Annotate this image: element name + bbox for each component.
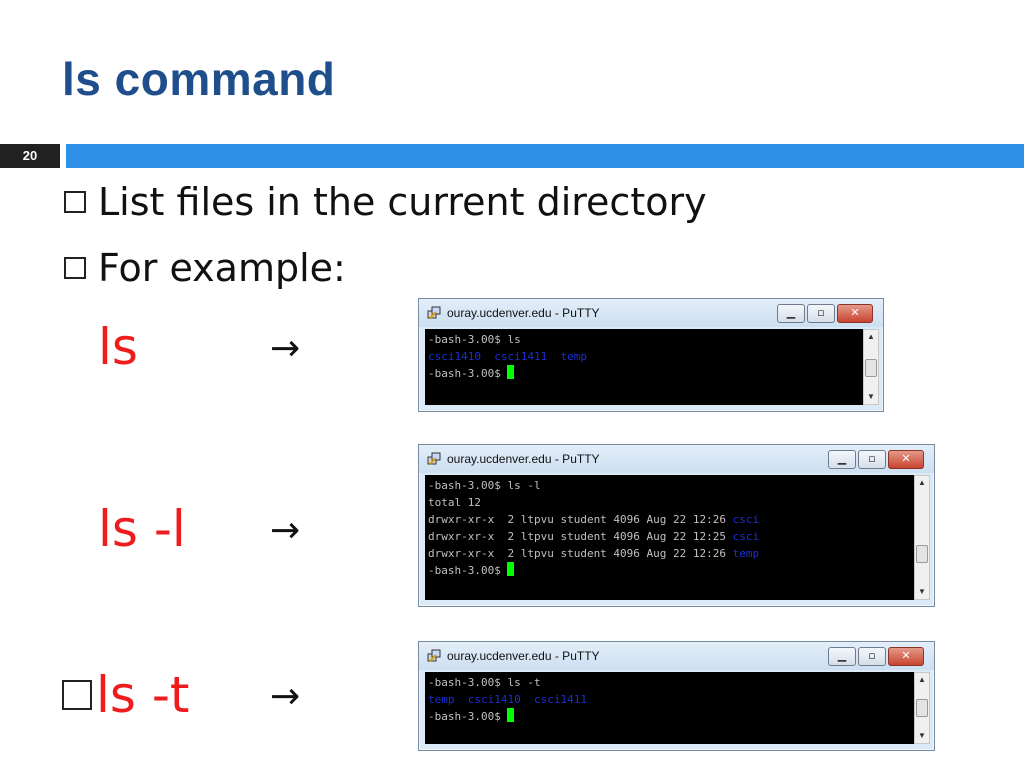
scroll-up-icon[interactable]: ▲ <box>867 332 875 341</box>
terminal-dir-name: csci <box>732 530 760 543</box>
maximize-button[interactable]: ▫ <box>858 450 886 469</box>
window-titlebar[interactable]: ouray.ucdenver.edu - PuTTY ▁ ▫ ✕ <box>419 642 934 670</box>
vertical-scrollbar[interactable]: ▲▼ <box>914 672 930 744</box>
maximize-icon: ▫ <box>817 306 825 319</box>
terminal-line-text: -bash-3.00$ ls <box>428 333 521 346</box>
window-titlebar[interactable]: ouray.ucdenver.edu - PuTTY ▁ ▫ ✕ <box>419 445 934 473</box>
terminal-line: -bash-3.00$ <box>428 562 911 579</box>
maximize-button[interactable]: ▫ <box>807 304 835 323</box>
right-arrow-icon: → <box>270 328 301 369</box>
scroll-thumb[interactable] <box>865 359 877 378</box>
close-icon: ✕ <box>901 649 911 662</box>
square-bullet-icon <box>64 190 86 213</box>
terminal-dir-name: csci <box>732 513 760 526</box>
command-label: ls -t <box>62 666 189 724</box>
terminal-line-text: total 12 <box>428 496 481 509</box>
square-bullet-icon <box>64 256 86 279</box>
scroll-down-icon[interactable]: ▼ <box>918 731 926 740</box>
putty-icon <box>427 452 441 465</box>
maximize-button[interactable]: ▫ <box>858 647 886 666</box>
terminal-line-text: temp csci1410 csci1411 <box>428 693 587 706</box>
terminal-line-text: -bash-3.00$ ls -t <box>428 676 541 689</box>
terminal-output[interactable]: -bash-3.00$ ls csci1410 csci1411 temp -bas… <box>425 329 863 405</box>
close-icon: ✕ <box>901 452 911 465</box>
minimize-icon: ▁ <box>837 452 847 465</box>
accent-bar <box>66 144 1024 168</box>
scroll-down-icon[interactable]: ▼ <box>918 587 926 596</box>
slide-title: ls command <box>62 53 336 105</box>
scroll-thumb[interactable] <box>916 699 928 717</box>
putty-icon <box>427 306 441 319</box>
maximize-icon: ▫ <box>868 452 876 465</box>
square-bullet-icon <box>62 679 92 710</box>
right-arrow-icon: → <box>270 510 301 551</box>
close-icon: ✕ <box>850 306 860 319</box>
terminal-line-text: drwxr-xr-x 2 ltpvu student 4096 Aug 22 1… <box>428 513 733 526</box>
terminal-line: temp csci1410 csci1411 <box>428 691 911 708</box>
close-button[interactable]: ✕ <box>837 304 873 323</box>
terminal-line: -bash-3.00$ <box>428 365 860 382</box>
putty-icon <box>427 649 441 662</box>
terminal-line-text: drwxr-xr-x 2 ltpvu student 4096 Aug 22 1… <box>428 547 733 560</box>
slide-number: 20 <box>0 144 60 168</box>
terminal-cursor <box>507 708 515 722</box>
maximize-icon: ▫ <box>868 649 876 662</box>
terminal-line-text: -bash-3.00$ ls -l <box>428 479 541 492</box>
terminal-cursor <box>507 562 515 576</box>
terminal-line-text: -bash-3.00$ <box>428 710 508 723</box>
terminal-line-text: csci1410 csci1411 temp <box>428 350 587 363</box>
minimize-button[interactable]: ▁ <box>828 450 856 469</box>
terminal-line: -bash-3.00$ ls -t <box>428 674 911 691</box>
bullet-item: List files in the current directory <box>64 180 707 224</box>
terminal-dir-name: temp <box>732 547 760 560</box>
vertical-scrollbar[interactable]: ▲▼ <box>863 329 879 405</box>
terminal-line: -bash-3.00$ <box>428 708 911 725</box>
putty-window[interactable]: ouray.ucdenver.edu - PuTTY ▁ ▫ ✕ -bash-3.00$… <box>418 298 884 412</box>
window-titlebar[interactable]: ouray.ucdenver.edu - PuTTY ▁ ▫ ✕ <box>419 299 883 327</box>
scroll-up-icon[interactable]: ▲ <box>918 478 926 487</box>
window-title: ouray.ucdenver.edu - PuTTY <box>447 452 600 466</box>
scroll-up-icon[interactable]: ▲ <box>918 675 926 684</box>
putty-window[interactable]: ouray.ucdenver.edu - PuTTY ▁ ▫ ✕ -bash-3.00$… <box>418 444 935 607</box>
vertical-scrollbar[interactable]: ▲▼ <box>914 475 930 600</box>
scroll-thumb[interactable] <box>916 545 928 564</box>
terminal-output[interactable]: -bash-3.00$ ls -t temp csci1410 csci1411 -… <box>425 672 914 744</box>
terminal-line: csci1410 csci1411 temp <box>428 348 860 365</box>
bullet-text: For example: <box>98 246 346 290</box>
terminal-output[interactable]: -bash-3.00$ ls -l total 12 drwxr-xr-x 2 lt… <box>425 475 914 600</box>
minimize-button[interactable]: ▁ <box>777 304 805 323</box>
bullet-item: For example: <box>64 246 346 290</box>
window-title: ouray.ucdenver.edu - PuTTY <box>447 649 600 663</box>
terminal-cursor <box>507 365 515 379</box>
terminal-line: drwxr-xr-x 2 ltpvu student 4096 Aug 22 1… <box>428 545 911 562</box>
terminal-line: -bash-3.00$ ls <box>428 331 860 348</box>
terminal-line: -bash-3.00$ ls -l <box>428 477 911 494</box>
right-arrow-icon: → <box>270 676 301 717</box>
terminal-line: drwxr-xr-x 2 ltpvu student 4096 Aug 22 1… <box>428 511 911 528</box>
terminal-line-text: -bash-3.00$ <box>428 564 508 577</box>
window-title: ouray.ucdenver.edu - PuTTY <box>447 306 600 320</box>
terminal-line-text: drwxr-xr-x 2 ltpvu student 4096 Aug 22 1… <box>428 530 733 543</box>
minimize-icon: ▁ <box>837 649 847 662</box>
command-text: ls -t <box>96 666 190 724</box>
terminal-line-text: -bash-3.00$ <box>428 367 508 380</box>
close-button[interactable]: ✕ <box>888 647 924 666</box>
command-label: ls <box>98 318 138 376</box>
minimize-button[interactable]: ▁ <box>828 647 856 666</box>
close-button[interactable]: ✕ <box>888 450 924 469</box>
bullet-text: List files in the current directory <box>98 180 707 224</box>
minimize-icon: ▁ <box>786 306 796 319</box>
scroll-down-icon[interactable]: ▼ <box>867 392 875 401</box>
terminal-line: drwxr-xr-x 2 ltpvu student 4096 Aug 22 1… <box>428 528 911 545</box>
putty-window[interactable]: ouray.ucdenver.edu - PuTTY ▁ ▫ ✕ -bash-3.00$… <box>418 641 935 751</box>
command-label: ls -l <box>98 500 186 558</box>
terminal-line: total 12 <box>428 494 911 511</box>
